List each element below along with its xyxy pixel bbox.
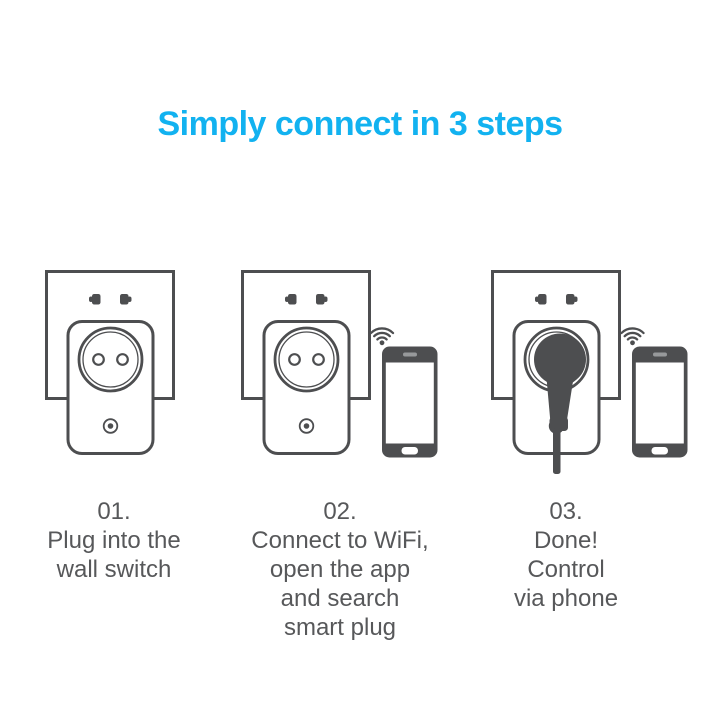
- caption-line: Plug into the: [47, 527, 181, 554]
- plug-strain-relief: [549, 417, 568, 431]
- step-2-illustration: [241, 270, 438, 458]
- step-number: 01.: [97, 498, 131, 525]
- plug-stem: [546, 378, 574, 423]
- caption-line: via phone: [513, 585, 619, 612]
- step-3-caption: 03. Done! Control via phone: [466, 497, 666, 613]
- step-1-caption: 01. Plug into the wall switch: [14, 497, 214, 584]
- caption-line: Connect to WiFi,: [251, 527, 429, 554]
- step-3-illustration: [491, 270, 688, 474]
- step-1-illustration: [45, 270, 175, 455]
- power-plug-icon: [534, 333, 586, 474]
- caption-line: smart plug: [283, 614, 397, 641]
- caption-line: and search: [280, 585, 400, 612]
- plug-head: [534, 333, 586, 386]
- caption-line: wall switch: [56, 556, 172, 583]
- caption-line: open the app: [269, 556, 411, 583]
- caption-line: Done!: [533, 527, 599, 554]
- step-2-caption: 02. Connect to WiFi, open the app and se…: [240, 497, 440, 642]
- step-number: 03.: [549, 498, 583, 525]
- page-title: Simply connect in 3 steps: [157, 105, 563, 143]
- power-cord: [553, 428, 561, 474]
- step-number: 02.: [323, 498, 357, 525]
- caption-line: Control: [527, 556, 605, 583]
